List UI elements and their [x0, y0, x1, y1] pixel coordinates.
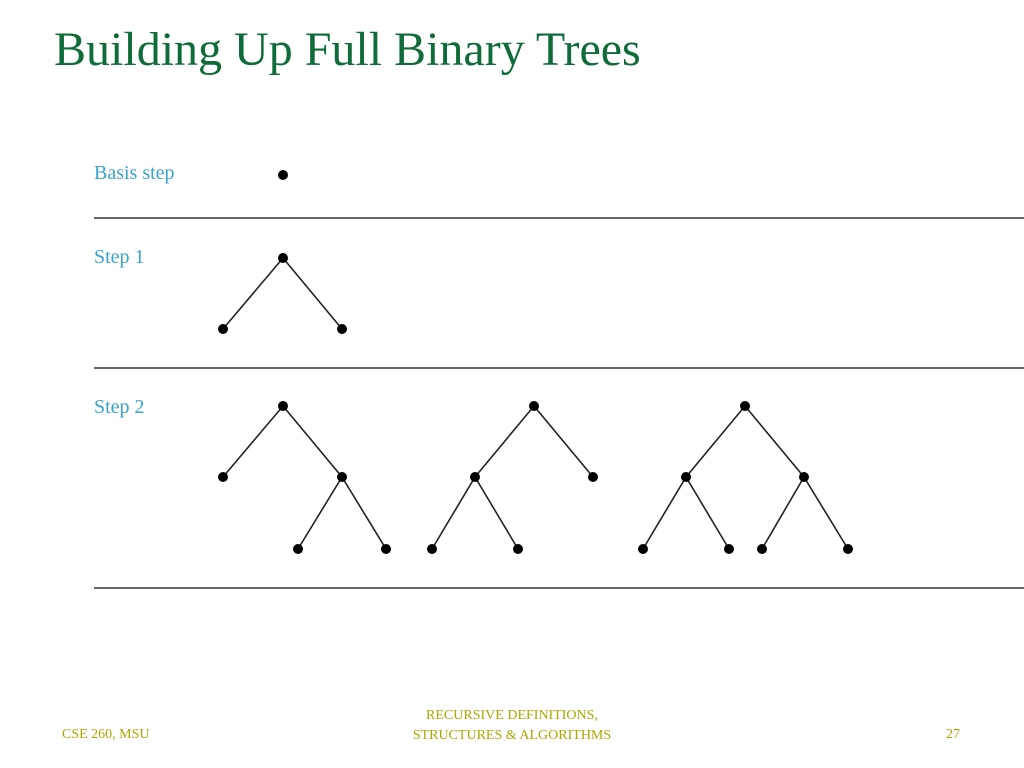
tree-edge	[431, 476, 476, 550]
tree-edge	[685, 405, 746, 478]
tree-node	[638, 544, 648, 554]
footer-course: CSE 260, MSU	[62, 727, 150, 742]
tree-node	[843, 544, 853, 554]
tree-node	[278, 170, 288, 180]
tree-edge	[297, 476, 343, 550]
tree-node	[740, 401, 750, 411]
tree-node	[427, 544, 437, 554]
footer-topic: RECURSIVE DEFINITIONS, STRUCTURES & ALGO…	[362, 706, 662, 746]
tree-node	[470, 472, 480, 482]
tree-node	[529, 401, 539, 411]
step-label-step-2: Step 2	[94, 396, 145, 418]
tree-node	[278, 401, 288, 411]
tree-edge	[222, 257, 284, 330]
tree-node	[293, 544, 303, 554]
tree-edge	[744, 405, 805, 478]
tree-node	[218, 472, 228, 482]
tree-node	[588, 472, 598, 482]
tree-node	[337, 472, 347, 482]
tree-edge	[685, 476, 730, 550]
tree-edge	[803, 476, 849, 550]
footer-topic-line-2: STRUCTURES & ALGORITHMS	[412, 728, 612, 743]
tree-node	[799, 472, 809, 482]
page-number: 27	[946, 727, 960, 742]
tree-node	[513, 544, 523, 554]
step-label-basis: Basis step	[94, 162, 175, 184]
tree-edge	[341, 476, 387, 550]
tree-edge	[474, 405, 535, 478]
slide-title: Building Up Full Binary Trees	[54, 23, 641, 76]
tree-edge	[282, 405, 343, 478]
tree-edge	[642, 476, 687, 550]
tree-node	[757, 544, 767, 554]
tree-node	[381, 544, 391, 554]
tree-edge	[533, 405, 594, 478]
tree-edge	[761, 476, 805, 550]
tree-edge	[474, 476, 519, 550]
tree-node	[278, 253, 288, 263]
footer-topic-line-1: RECURSIVE DEFINITIONS,	[426, 708, 598, 723]
tree-node	[337, 324, 347, 334]
tree-edge	[282, 257, 343, 330]
step-label-step-1: Step 1	[94, 246, 145, 268]
tree-edge	[222, 405, 284, 478]
tree-node	[218, 324, 228, 334]
tree-node	[681, 472, 691, 482]
tree-node	[724, 544, 734, 554]
